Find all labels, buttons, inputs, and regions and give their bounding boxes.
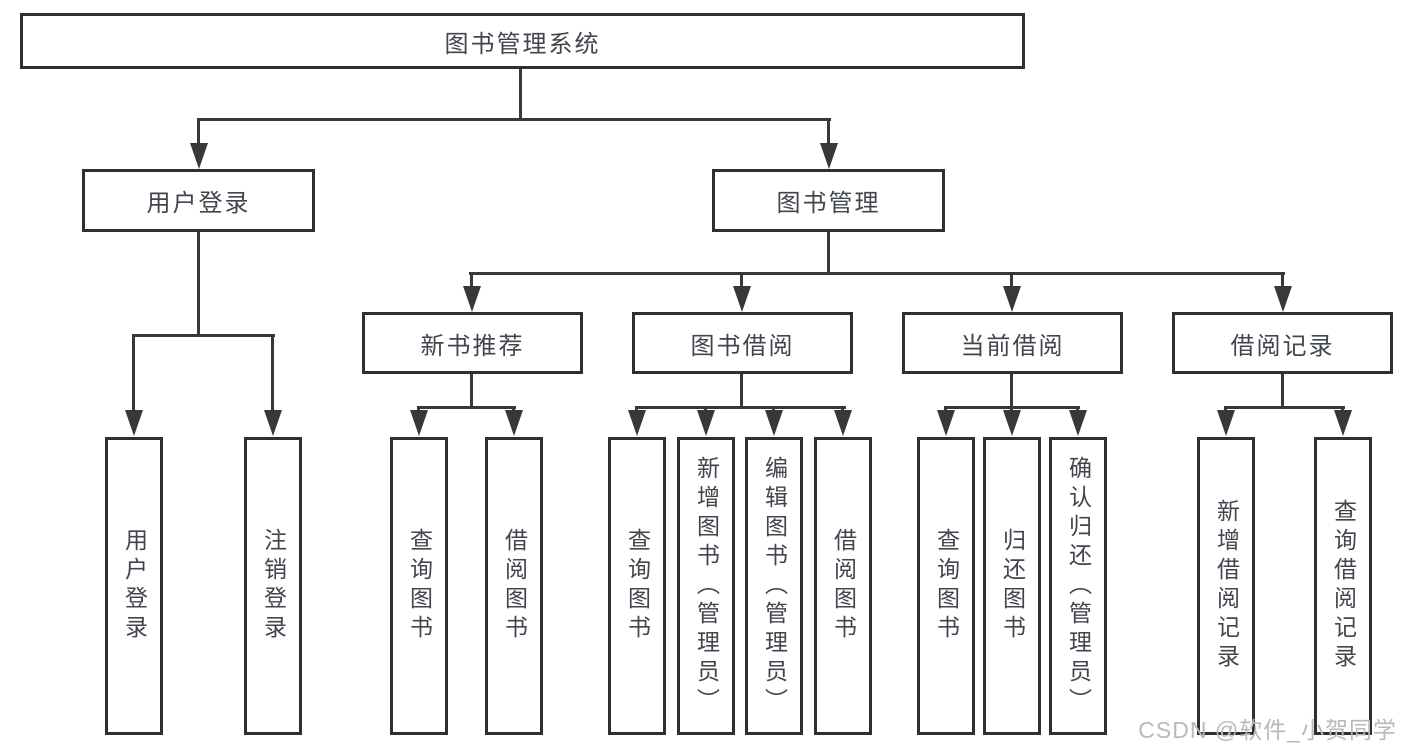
leaf-query-books: 查询图书 xyxy=(608,437,666,735)
leaf-query-books: 查询图书 xyxy=(390,437,448,735)
node-label: 新增图书（管理员） xyxy=(693,455,720,717)
leaf-query-books: 查询图书 xyxy=(917,437,975,735)
node-label: 用户登录 xyxy=(121,528,148,644)
connector-line xyxy=(197,118,831,121)
leaf-add-books-admin: 新增图书（管理员） xyxy=(677,437,735,735)
connector-line xyxy=(827,118,830,148)
arrow-down-icon xyxy=(505,410,523,436)
connector-line xyxy=(417,406,516,409)
node-label: 借阅图书 xyxy=(501,528,528,644)
arrow-down-icon xyxy=(765,410,783,436)
connector-line xyxy=(1281,374,1284,406)
node-label: 查询图书 xyxy=(933,528,960,644)
node-label: 确认归还（管理员） xyxy=(1065,455,1092,717)
arrow-down-icon xyxy=(1003,286,1021,312)
csdn-watermark: CSDN @软件_小贺同学 xyxy=(1138,717,1397,743)
connector-line xyxy=(519,69,522,121)
connector-line xyxy=(827,232,830,275)
connector-line xyxy=(740,374,743,406)
node-library-management-system: 图书管理系统 xyxy=(20,13,1025,69)
arrow-down-icon xyxy=(1217,410,1235,436)
arrow-down-icon xyxy=(410,410,428,436)
connector-line xyxy=(469,272,1285,275)
node-label: 借阅图书 xyxy=(830,528,857,644)
node-label: 编辑图书（管理员） xyxy=(761,455,788,717)
arrow-down-icon xyxy=(1334,410,1352,436)
connector-line xyxy=(1010,272,1013,288)
node-current-borrowing: 当前借阅 xyxy=(902,312,1123,374)
node-label: 借阅记录 xyxy=(1230,332,1335,360)
node-label: 用户登录 xyxy=(146,190,251,217)
arrow-down-icon xyxy=(1274,286,1292,312)
node-label: 图书借阅 xyxy=(690,332,795,360)
connector-line xyxy=(271,334,274,412)
node-label: 查询图书 xyxy=(406,528,433,644)
connector-line xyxy=(132,334,275,337)
connector-line xyxy=(132,334,135,412)
leaf-edit-books-admin: 编辑图书（管理员） xyxy=(745,437,803,735)
leaf-user-login: 用户登录 xyxy=(105,437,163,735)
arrow-down-icon xyxy=(820,143,838,169)
arrow-down-icon xyxy=(1003,410,1021,436)
leaf-logout: 注销登录 xyxy=(244,437,302,735)
node-label: 查询借阅记录 xyxy=(1330,499,1357,673)
connector-line xyxy=(470,374,473,406)
leaf-confirm-return-admin: 确认归还（管理员） xyxy=(1049,437,1107,735)
leaf-borrow-books: 借阅图书 xyxy=(814,437,872,735)
leaf-query-borrow-record: 查询借阅记录 xyxy=(1314,437,1372,735)
connector-line xyxy=(1281,272,1284,288)
node-book-management: 图书管理 xyxy=(712,169,945,232)
connector-line xyxy=(635,406,846,409)
node-book-borrowing: 图书借阅 xyxy=(632,312,853,374)
node-label: 新增借阅记录 xyxy=(1213,499,1240,673)
arrow-down-icon xyxy=(733,286,751,312)
connector-line xyxy=(740,272,743,288)
node-label: 查询图书 xyxy=(624,528,651,644)
leaf-borrow-books: 借阅图书 xyxy=(485,437,543,735)
connector-line xyxy=(197,118,200,148)
node-borrowing-records: 借阅记录 xyxy=(1172,312,1393,374)
arrow-down-icon xyxy=(1069,410,1087,436)
connector-line xyxy=(197,232,200,334)
node-label: 归还图书 xyxy=(999,528,1026,644)
node-new-book-recommendation: 新书推荐 xyxy=(362,312,583,374)
node-label: 图书管理 xyxy=(776,190,881,217)
arrow-down-icon xyxy=(190,143,208,169)
node-user-login: 用户登录 xyxy=(82,169,315,232)
arrow-down-icon xyxy=(628,410,646,436)
node-label: 注销登录 xyxy=(260,528,287,644)
arrow-down-icon xyxy=(264,410,282,436)
connector-line xyxy=(470,272,473,288)
arrow-down-icon xyxy=(937,410,955,436)
leaf-return-books: 归还图书 xyxy=(983,437,1041,735)
arrow-down-icon xyxy=(463,286,481,312)
connector-line xyxy=(1224,406,1345,409)
arrow-down-icon xyxy=(125,410,143,436)
node-label: 图书管理系统 xyxy=(444,30,601,58)
leaf-add-borrow-record: 新增借阅记录 xyxy=(1197,437,1255,735)
connector-line xyxy=(1010,374,1013,406)
arrow-down-icon xyxy=(834,410,852,436)
node-label: 当前借阅 xyxy=(960,332,1065,360)
arrow-down-icon xyxy=(697,410,715,436)
node-label: 新书推荐 xyxy=(420,332,525,360)
